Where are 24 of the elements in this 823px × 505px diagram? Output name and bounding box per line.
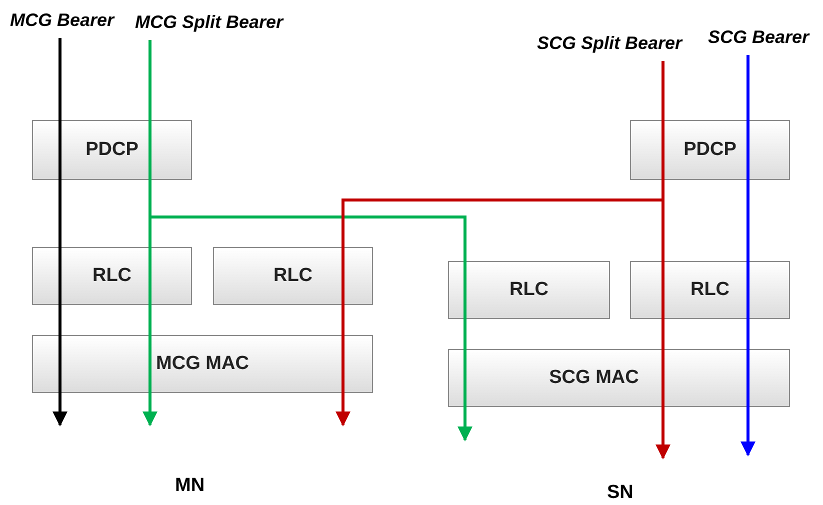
bearer-arrow xyxy=(52,38,68,426)
layer-name: MCG MAC xyxy=(156,353,249,375)
layer-name: PDCP xyxy=(684,139,736,161)
layer-name: PDCP xyxy=(86,139,138,161)
bearer-label: MCG Split Bearer xyxy=(135,12,284,33)
bearer-label: SCG Split Bearer xyxy=(537,33,682,54)
protocol-layer-box xyxy=(32,335,373,393)
layer-name: SCG MAC xyxy=(549,367,639,389)
layer-name: RLC xyxy=(273,265,313,287)
protocol-layer-box xyxy=(448,349,790,407)
bearer-arrow xyxy=(740,55,756,456)
protocol-layer-box xyxy=(630,120,790,180)
bearer-label: MCG Bearer xyxy=(10,10,114,31)
layer-name: RLC xyxy=(92,265,132,287)
protocol-layer-box xyxy=(32,120,192,180)
node-label: MN xyxy=(175,475,205,497)
layer-name: RLC xyxy=(690,279,730,301)
bearer-label: SCG Bearer xyxy=(708,27,810,48)
node-label: SN xyxy=(607,482,634,504)
protocol-layer-box xyxy=(630,261,790,319)
layer-name: RLC xyxy=(509,279,549,301)
protocol-layer-box xyxy=(213,247,373,305)
protocol-layer-box xyxy=(32,247,192,305)
protocol-layer-box xyxy=(448,261,610,319)
